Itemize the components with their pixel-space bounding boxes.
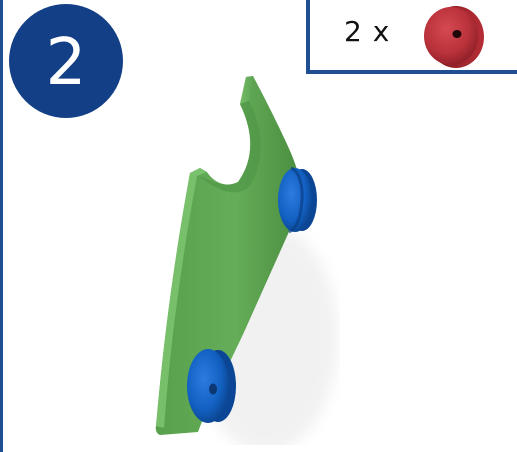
page-left-border <box>0 0 3 452</box>
red-wheel-icon <box>424 6 484 68</box>
step-number-badge: 2 <box>9 4 123 118</box>
assembly-illustration <box>155 76 338 445</box>
blue-wheel-top <box>278 166 317 234</box>
part-quantity: 2 x <box>344 15 391 48</box>
step-number: 2 <box>45 26 87 100</box>
green-triangle-board <box>155 76 301 435</box>
parts-list-box: 2 x <box>306 0 517 74</box>
blue-wheel-bottom <box>187 349 236 423</box>
